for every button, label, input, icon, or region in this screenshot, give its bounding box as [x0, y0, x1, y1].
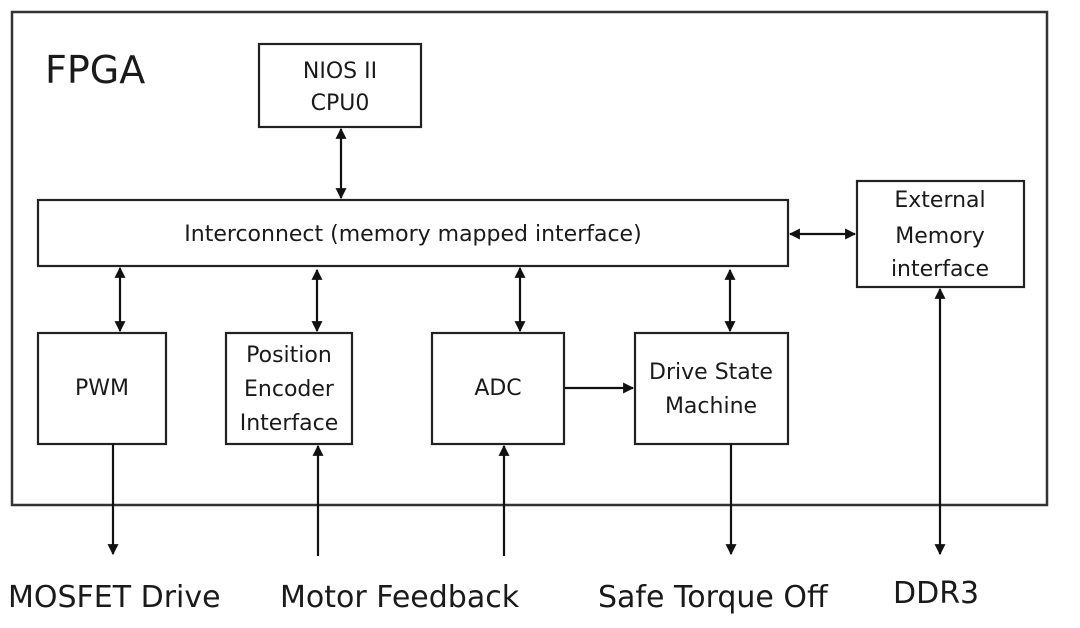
cpu-label-line-2: CPU0	[311, 91, 370, 116]
pwm-block: PWM	[36, 331, 168, 446]
position-encoder-block: Position Encoder Interface	[224, 331, 354, 446]
adc-label: ADC	[474, 376, 521, 401]
adc-block: ADC	[430, 331, 566, 446]
cpu-block: NIOS II CPU0	[257, 42, 423, 129]
position-encoder-label-line-3: Interface	[240, 411, 339, 436]
position-encoder-label-line-2: Encoder	[244, 377, 335, 402]
safe-torque-off-label: Safe Torque Off	[598, 580, 829, 615]
motor-feedback-label: Motor Feedback	[280, 580, 520, 615]
position-encoder-label-line-1: Position	[246, 343, 332, 368]
external-memory-label-line-1: External	[894, 188, 985, 213]
external-memory-label-line-3: interface	[891, 257, 989, 282]
external-memory-block: External Memory interface	[855, 179, 1026, 289]
drive-state-machine-label-line-1: Drive State	[649, 360, 773, 385]
external-memory-label-line-2: Memory	[895, 224, 984, 249]
interconnect-block: Interconnect (memory mapped interface)	[36, 198, 790, 268]
drive-state-machine-block: Drive State Machine	[633, 331, 790, 446]
fpga-label: FPGA	[45, 48, 145, 92]
drive-state-machine-label-line-2: Machine	[665, 394, 757, 419]
pwm-label: PWM	[75, 376, 129, 401]
cpu-label-line-1: NIOS II	[303, 59, 377, 84]
ddr3-label: DDR3	[893, 576, 979, 611]
interconnect-label: Interconnect (memory mapped interface)	[184, 222, 641, 247]
mosfet-drive-label: MOSFET Drive	[8, 580, 221, 615]
